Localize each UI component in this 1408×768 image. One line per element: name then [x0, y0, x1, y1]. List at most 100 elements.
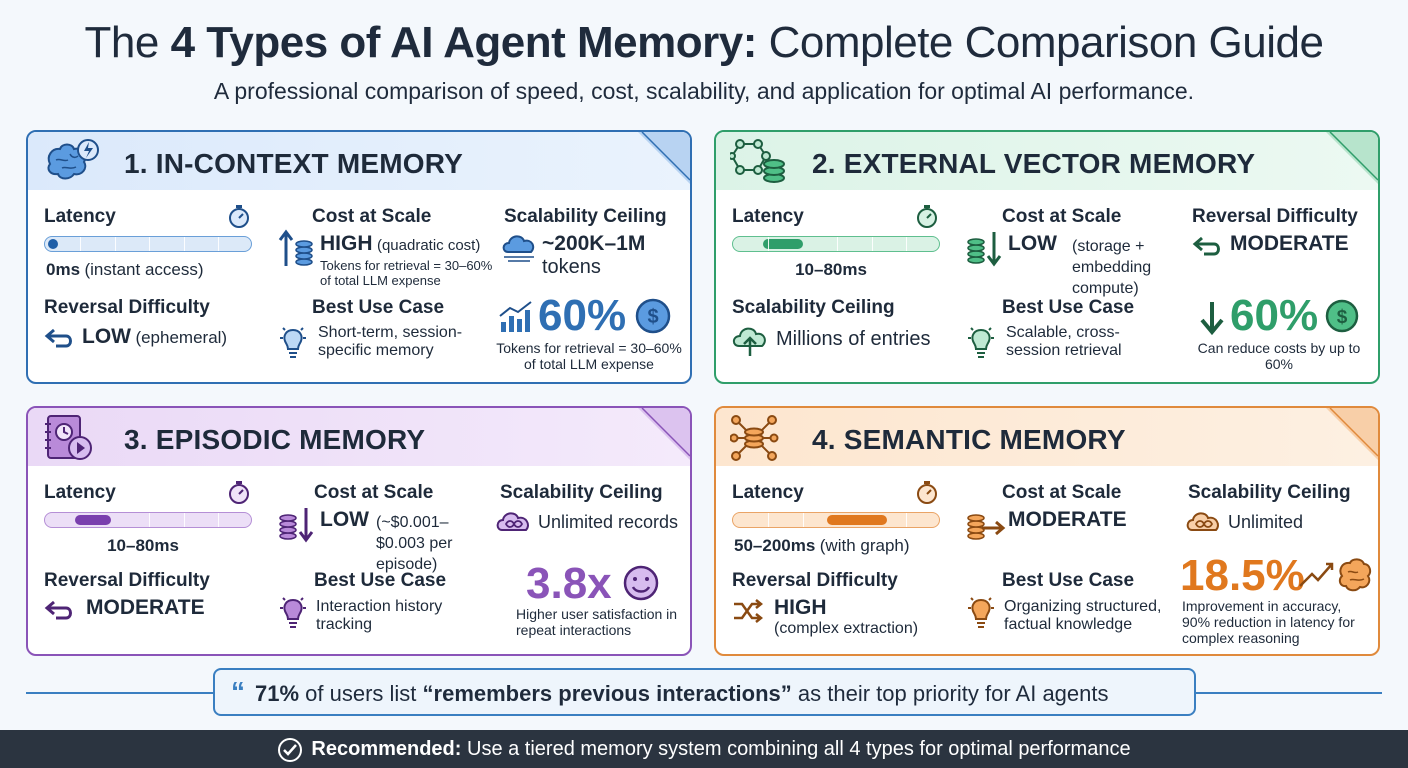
card-external-vector-memory: 2. EXTERNAL VECTOR MEMORY Latency 10–80m…	[714, 130, 1380, 384]
page-title: The 4 Types of AI Agent Memory: Complete…	[84, 18, 1324, 67]
reversal-label: Reversal Difficulty	[1192, 206, 1358, 227]
page-subtitle: A professional comparison of speed, cost…	[213, 78, 1195, 104]
stat-value: 18.5%	[1180, 551, 1305, 600]
recommendation-text: Use a tiered memory system combining all…	[461, 738, 1131, 760]
latency-bar	[732, 512, 940, 528]
use-case-label: Best Use Case	[312, 297, 445, 318]
reversal-value: HIGH	[774, 596, 827, 619]
svg-text:$: $	[647, 306, 658, 328]
smiley-face-icon	[623, 565, 659, 601]
cost-label: Cost at Scale	[312, 206, 432, 227]
quote-highlight: “remembers previous interactions”	[422, 681, 792, 706]
brain-lightning-icon	[47, 139, 99, 180]
scalability-label: Scalability Ceiling	[732, 297, 895, 318]
card-title: 2. EXTERNAL VECTOR MEMORY	[812, 148, 1256, 179]
stopwatch-icon	[917, 205, 937, 228]
scalability-label: Scalability Ceiling	[504, 206, 667, 227]
latency-value: 0ms	[46, 260, 81, 279]
latency-label: Latency	[732, 482, 804, 503]
quote-middle: of users list	[299, 681, 423, 706]
network-database-icon	[730, 139, 785, 183]
stat-value: 60%	[538, 291, 627, 340]
use-case-text: Scalable, cross-session retrieval	[1006, 324, 1122, 359]
scalability-value: Unlimited records	[538, 512, 679, 532]
quote-lead: 71%	[255, 681, 300, 706]
card-semantic-memory: 4. SEMANTIC MEMORY Latency 50–200ms (wit…	[714, 406, 1380, 656]
cost-label: Cost at Scale	[1002, 206, 1122, 227]
cost-note: (storage + embedding compute)	[1072, 238, 1152, 297]
stopwatch-icon	[229, 481, 249, 504]
scalability-note: tokens	[542, 256, 601, 278]
use-case-label: Best Use Case	[1002, 570, 1135, 591]
lightbulb-icon	[280, 597, 306, 628]
cost-value: LOW	[320, 508, 369, 531]
use-case-text: Organizing structured, factual knowledge	[1004, 598, 1162, 633]
reversal-label: Reversal Difficulty	[44, 570, 210, 591]
coin-stack-up-icon	[278, 229, 313, 266]
cost-label: Cost at Scale	[1002, 482, 1122, 503]
knowledge-graph-icon	[730, 415, 779, 461]
use-case-text: Interaction history tracking	[316, 598, 443, 633]
dollar-coin-icon: $	[635, 298, 671, 334]
corner-fold-icon	[1326, 408, 1378, 460]
scalability-value: Millions of entries	[776, 328, 931, 350]
corner-fold-icon	[638, 132, 690, 184]
scalability-label: Scalability Ceiling	[500, 482, 663, 503]
latency-note: (instant access)	[84, 260, 204, 279]
cost-value: LOW	[1008, 232, 1057, 255]
coin-stack-down-icon	[967, 232, 1002, 267]
card-header: 4. SEMANTIC MEMORY	[716, 408, 1378, 466]
card-title: 1. IN-CONTEXT MEMORY	[124, 148, 463, 179]
undo-arrow-icon	[1192, 236, 1220, 256]
latency-value: 50–200ms	[734, 536, 816, 555]
latency-bar	[44, 236, 252, 252]
latency-note: (with graph)	[819, 536, 910, 555]
coin-stack-down-icon	[279, 508, 314, 543]
growth-chart-icon	[499, 301, 532, 332]
reversal-value: MODERATE	[86, 596, 205, 619]
latency-fill	[75, 515, 111, 525]
corner-fold-icon	[1326, 132, 1378, 184]
stat-text: Higher user satisfaction in repeat inter…	[516, 606, 678, 638]
latency-bar	[732, 236, 940, 252]
use-case-label: Best Use Case	[314, 570, 447, 591]
scalability-label: Scalability Ceiling	[1188, 482, 1351, 503]
latency-value: 10–80ms	[795, 260, 867, 279]
corner-fold-icon	[638, 408, 690, 460]
latency-fill	[48, 239, 58, 249]
lightbulb-icon	[968, 327, 994, 358]
latency-label: Latency	[732, 206, 804, 227]
scalability-value: ~200K–1M	[542, 232, 646, 255]
cost-value: MODERATE	[1008, 508, 1127, 531]
quote-tail: as their top priority for AI agents	[791, 681, 1109, 706]
latency-value: 10–80ms	[107, 536, 179, 555]
latency-fill	[763, 239, 803, 249]
cost-note: (quadratic cost)	[376, 237, 481, 254]
stat-value: 60%	[1230, 291, 1319, 340]
cost-value: HIGH	[320, 232, 373, 255]
reversal-label: Reversal Difficulty	[44, 297, 210, 318]
stopwatch-icon	[917, 481, 937, 504]
card-header: 1. IN-CONTEXT MEMORY	[28, 132, 690, 190]
journal-clock-play-icon	[45, 415, 92, 460]
use-case-text: Short-term, session-specific memory	[318, 324, 463, 359]
recommendation-label: Recommended:	[311, 738, 462, 760]
check-circle-icon	[278, 737, 303, 762]
reversal-note: (complex extraction)	[774, 620, 919, 637]
svg-text:$: $	[1337, 307, 1348, 328]
card-title: 3. EPISODIC MEMORY	[124, 424, 426, 455]
stat-text: Can reduce costs by up to 60%	[1197, 340, 1361, 372]
latency-fill	[827, 515, 887, 525]
cloud-upload-icon	[732, 327, 766, 356]
reversal-value: LOW	[82, 325, 131, 348]
use-case-label: Best Use Case	[1002, 297, 1135, 318]
undo-arrow-icon	[44, 600, 72, 620]
stopwatch-icon	[229, 205, 249, 228]
latency-label: Latency	[44, 482, 116, 503]
stat-text: Tokens for retrieval = 30–60% of total L…	[496, 340, 682, 372]
undo-arrow-icon	[44, 328, 72, 348]
card-title: 4. SEMANTIC MEMORY	[812, 424, 1126, 455]
card-in-context-memory: 1. IN-CONTEXT MEMORY Latency 0ms (instan…	[26, 130, 692, 384]
reversal-note: (ephemeral)	[135, 328, 228, 347]
cost-label: Cost at Scale	[314, 482, 434, 503]
